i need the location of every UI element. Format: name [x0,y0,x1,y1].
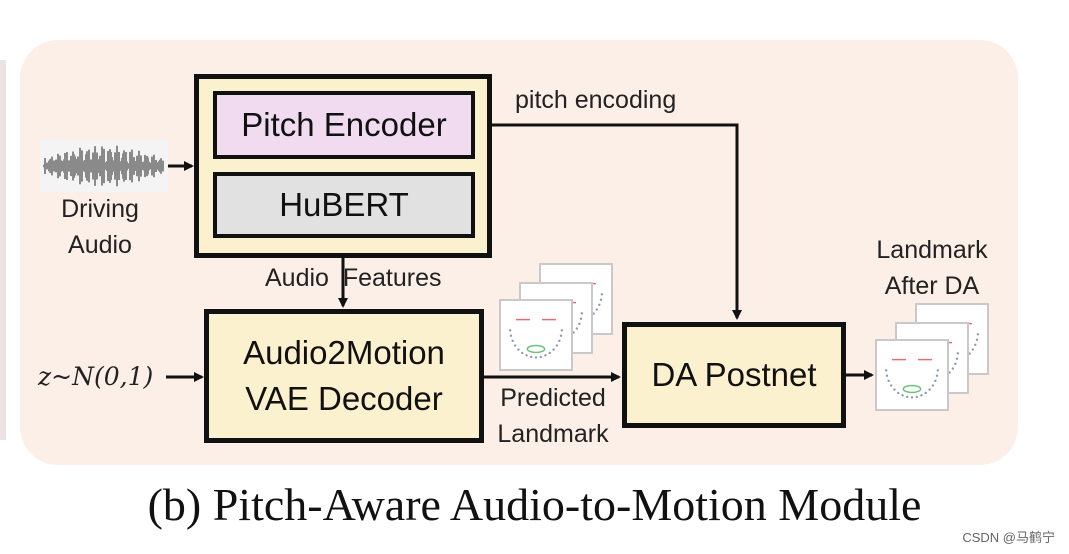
left-panel-edge [0,60,6,440]
pitch-encoding-label: pitch encoding [515,86,677,114]
z-input-label: z~N(0,1) [38,362,154,391]
hubert-label: HuBERT [279,186,409,223]
hubert-block: HuBERT [213,172,475,238]
diagram-panel [20,40,1018,465]
pitch-encoder-label: Pitch Encoder [241,106,447,143]
audio2motion-vae-decoder-block: Audio2Motion VAE Decoder [204,309,484,443]
figure-caption: (b) Pitch-Aware Audio-to-Motion Module [147,479,922,530]
watermark: CSDN @马鹤宁 [962,530,1055,545]
a2m-label-line1: Audio2Motion [243,334,445,371]
a2m-label-line2: VAE Decoder [245,380,443,417]
arrow-pitch-encoding [476,123,742,320]
da-postnet-block: DA Postnet [622,322,846,428]
landmark-after-da-label: Landmark After DA [876,236,988,300]
pitch-encoder-block: Pitch Encoder [213,91,475,159]
da-postnet-label: DA Postnet [651,356,817,393]
driving-audio-label: Driving Audio [61,195,139,259]
predicted-landmark-label: Predicted Landmark [497,384,609,448]
audio-features-label: Audio Features [265,264,442,292]
